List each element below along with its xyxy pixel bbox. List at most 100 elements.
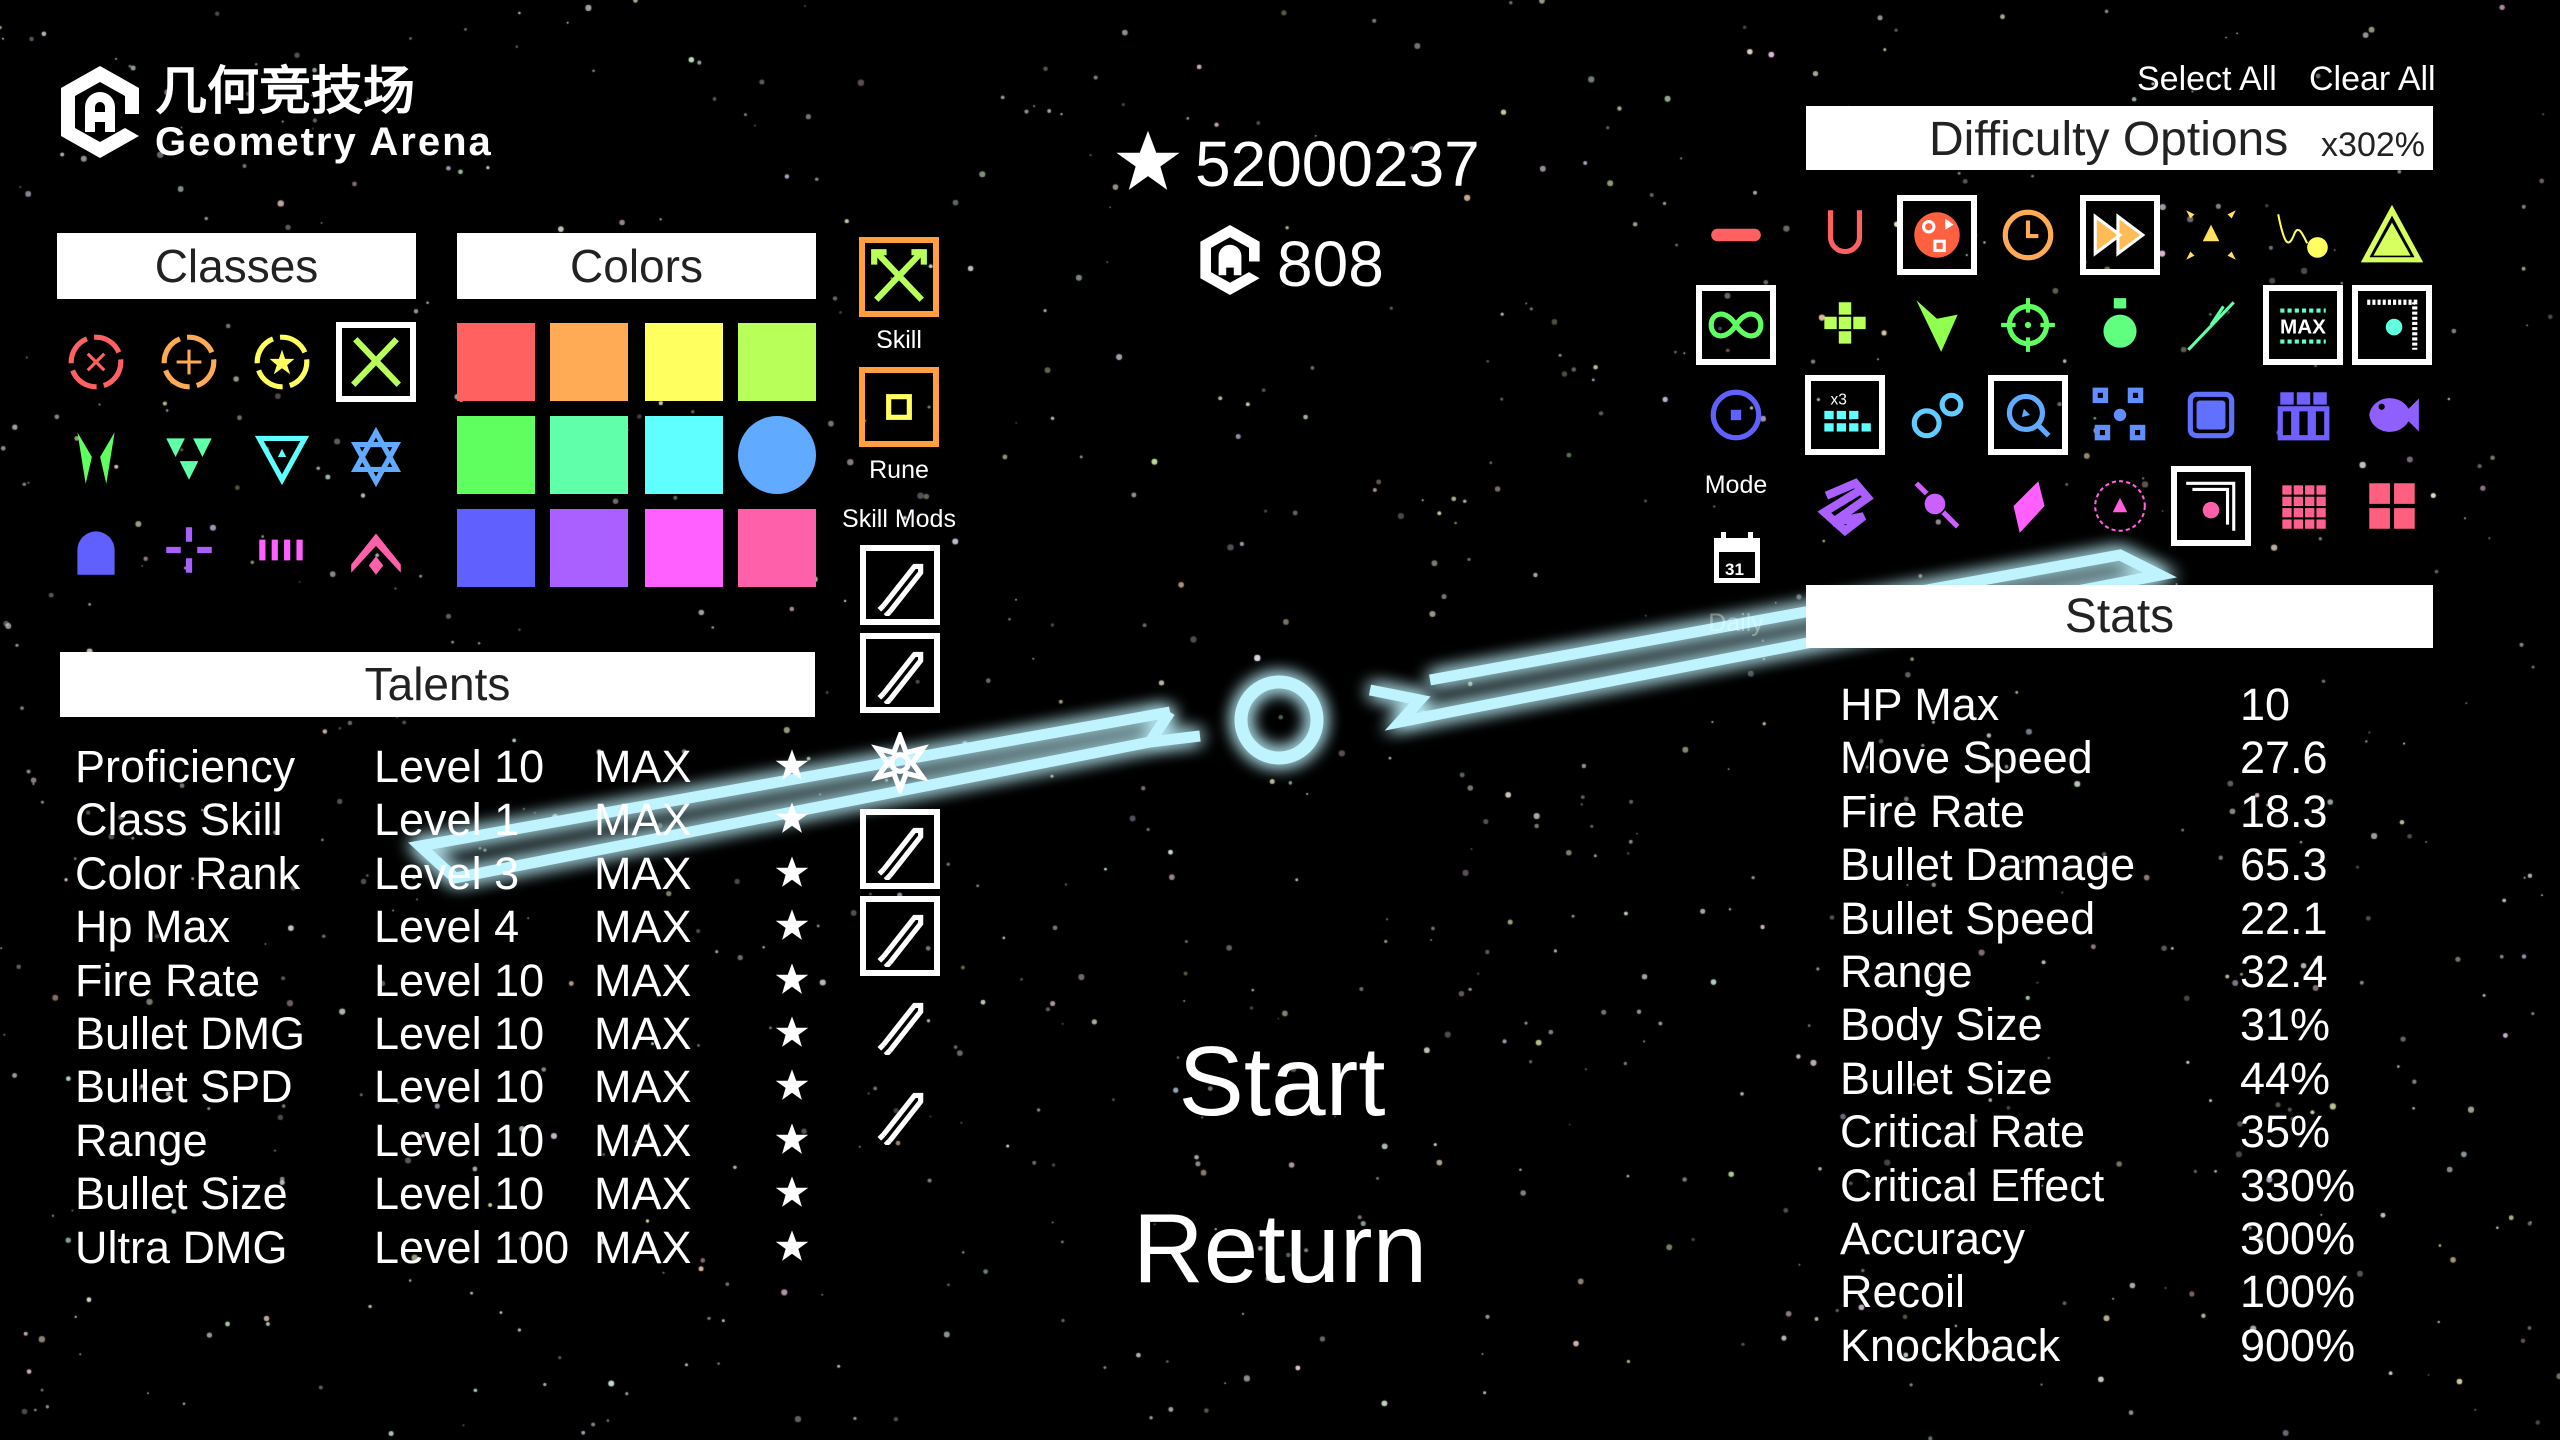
class-option[interactable] bbox=[56, 322, 136, 402]
class-option[interactable] bbox=[336, 322, 416, 402]
skill-mod-option[interactable] bbox=[860, 723, 940, 803]
difficulty-option[interactable] bbox=[2171, 375, 2251, 455]
talent-level: Level 100 bbox=[374, 1221, 570, 1273]
skill-mod-option[interactable] bbox=[860, 896, 940, 976]
color-swatch[interactable] bbox=[738, 323, 816, 401]
talent-name: Bullet Size bbox=[75, 1168, 288, 1220]
rune-slot[interactable] bbox=[859, 367, 939, 447]
color-swatch[interactable] bbox=[550, 323, 628, 401]
difficulty-option[interactable] bbox=[2080, 466, 2160, 546]
skill-mod-option[interactable] bbox=[860, 633, 940, 713]
hexagram-icon bbox=[350, 426, 402, 488]
select-all-button[interactable]: Select All bbox=[2137, 60, 2277, 98]
diamond-icon bbox=[2013, 481, 2045, 533]
square-rune-icon bbox=[886, 394, 912, 420]
difficulty-option[interactable] bbox=[2263, 466, 2343, 546]
stat-name: Bullet Damage bbox=[1840, 839, 2136, 891]
mode-option[interactable] bbox=[1696, 285, 1776, 365]
skill-mod-option[interactable] bbox=[860, 1074, 940, 1154]
class-option[interactable] bbox=[242, 417, 322, 497]
return-button[interactable]: Return bbox=[1132, 1193, 1428, 1303]
chevron-up-icon bbox=[351, 533, 401, 575]
magnet-icon bbox=[1827, 210, 1863, 255]
color-swatch[interactable] bbox=[645, 323, 723, 401]
triangle-icon bbox=[2361, 204, 2423, 263]
skill-mod-option[interactable] bbox=[860, 809, 940, 889]
difficulty-option[interactable] bbox=[2171, 466, 2251, 546]
difficulty-option[interactable] bbox=[1805, 466, 1885, 546]
talent-star-icon bbox=[775, 856, 809, 887]
difficulty-option[interactable] bbox=[2263, 375, 2343, 455]
difficulty-option[interactable] bbox=[2352, 466, 2432, 546]
difficulty-option[interactable]: x3 bbox=[1805, 375, 1885, 455]
color-swatch[interactable] bbox=[457, 323, 535, 401]
clear-all-button[interactable]: Clear All bbox=[2309, 60, 2436, 98]
difficulty-option[interactable] bbox=[1897, 466, 1977, 546]
mode-option[interactable] bbox=[1696, 195, 1776, 275]
coin-count: 808 bbox=[1277, 228, 1384, 300]
color-swatch[interactable] bbox=[457, 416, 535, 494]
columns-icon bbox=[2277, 392, 2330, 441]
class-option[interactable] bbox=[336, 510, 416, 590]
stat-name: HP Max bbox=[1840, 679, 2000, 730]
color-swatch[interactable] bbox=[457, 509, 535, 587]
class-option[interactable] bbox=[336, 417, 416, 497]
orb-arrow-icon bbox=[1914, 481, 1960, 529]
difficulty-option[interactable] bbox=[2171, 195, 2251, 275]
difficulty-option[interactable] bbox=[2352, 285, 2432, 365]
difficulty-option[interactable] bbox=[1897, 285, 1977, 365]
max-label-icon: MAX bbox=[2280, 308, 2326, 344]
color-swatch[interactable] bbox=[550, 509, 628, 587]
rocket-cycle-icon bbox=[877, 563, 924, 616]
small-grid-icon bbox=[2282, 485, 2326, 529]
stats-header: Stats bbox=[1806, 585, 2433, 648]
stat-value: 32.4 bbox=[2240, 946, 2328, 997]
class-option[interactable] bbox=[242, 510, 322, 590]
difficulty-option[interactable] bbox=[1805, 285, 1885, 365]
talent-star-icon bbox=[775, 909, 809, 941]
difficulty-option[interactable] bbox=[2080, 285, 2160, 365]
difficulty-option[interactable] bbox=[1988, 285, 2068, 365]
cross-dots-icon bbox=[166, 527, 212, 573]
difficulty-option[interactable] bbox=[2263, 195, 2343, 275]
star-score: 52000237 bbox=[1195, 128, 1480, 200]
class-option[interactable] bbox=[149, 510, 229, 590]
start-button[interactable]: Start bbox=[1178, 1026, 1386, 1136]
difficulty-option[interactable] bbox=[2352, 195, 2432, 275]
difficulty-option[interactable] bbox=[2171, 285, 2251, 365]
color-swatch[interactable] bbox=[550, 416, 628, 494]
class-option[interactable] bbox=[56, 417, 136, 497]
difficulty-option[interactable] bbox=[2080, 195, 2160, 275]
class-option[interactable] bbox=[149, 322, 229, 402]
magnifier-icon bbox=[2006, 393, 2051, 438]
difficulty-option[interactable] bbox=[1897, 375, 1977, 455]
difficulty-option[interactable] bbox=[2080, 375, 2160, 455]
color-swatch[interactable] bbox=[645, 416, 723, 494]
stat-name: Bullet Speed bbox=[1840, 892, 2096, 944]
color-swatch[interactable] bbox=[738, 416, 816, 494]
class-option[interactable] bbox=[149, 417, 229, 497]
stat-value: 31% bbox=[2240, 999, 2331, 1051]
difficulty-option[interactable] bbox=[2352, 375, 2432, 455]
skill-mods-label: Skill Mods bbox=[842, 505, 956, 533]
difficulty-option[interactable]: MAX bbox=[2263, 285, 2343, 365]
class-option[interactable] bbox=[56, 510, 136, 590]
difficulty-option[interactable] bbox=[1805, 195, 1885, 275]
skill-mod-option[interactable] bbox=[860, 545, 940, 625]
difficulty-option[interactable] bbox=[1988, 466, 2068, 546]
difficulty-option[interactable] bbox=[1988, 195, 2068, 275]
difficulty-option[interactable] bbox=[1897, 195, 1977, 275]
mode-option[interactable] bbox=[1696, 375, 1776, 455]
skill-mod-option[interactable] bbox=[860, 984, 940, 1064]
color-swatch[interactable] bbox=[738, 509, 816, 587]
daily-button[interactable]: 31 bbox=[1712, 530, 1762, 585]
difficulty-option[interactable] bbox=[1988, 375, 2068, 455]
skill-slot[interactable] bbox=[859, 237, 939, 317]
talent-name: Bullet SPD bbox=[75, 1061, 293, 1113]
class-option[interactable] bbox=[242, 322, 322, 402]
logo-english-title: Geometry Arena bbox=[155, 120, 493, 164]
talent-star-icon bbox=[775, 802, 809, 834]
talent-max: MAX bbox=[594, 954, 692, 1006]
color-swatch[interactable] bbox=[645, 509, 723, 587]
crossed-swords-icon bbox=[351, 337, 401, 387]
